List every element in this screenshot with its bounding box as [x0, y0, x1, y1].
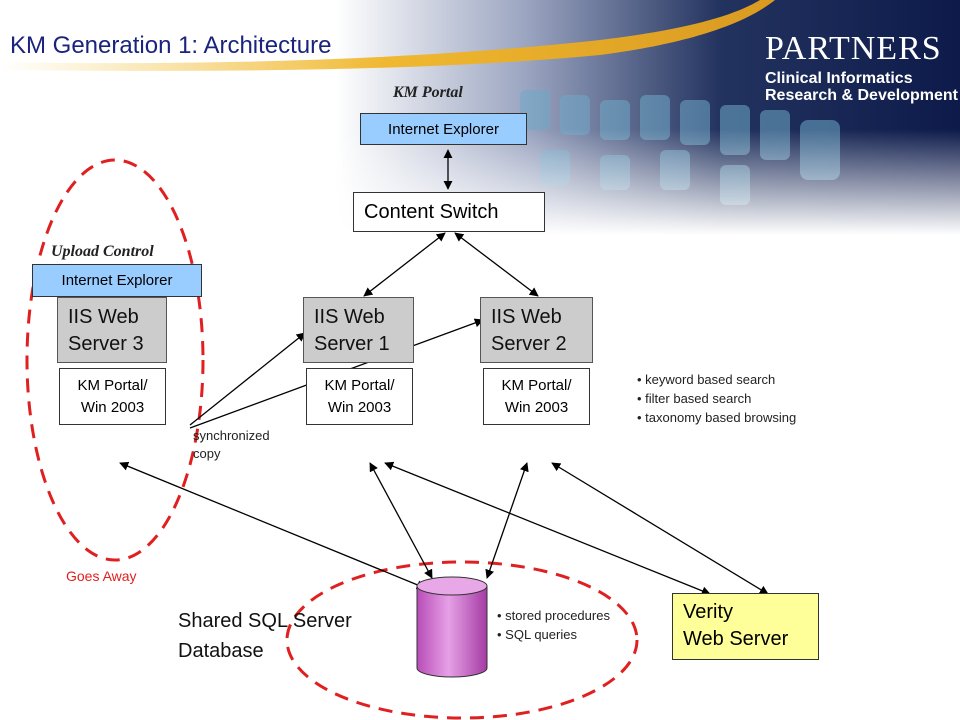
portal-1-line2: Win 2003 [327, 399, 392, 416]
iis-web-server-3: IIS Web Server 3 [57, 297, 167, 363]
synchronized-copy-label: synchronized copy [193, 427, 270, 463]
server-1-line2: Server 1 [314, 333, 390, 355]
verity-web-server: Verity Web Server [672, 593, 819, 660]
page-title: KM Generation 1: Architecture [10, 32, 332, 59]
search-feature-item: taxonomy based browsing [637, 408, 796, 427]
server-1-line1: IIS Web [314, 306, 385, 328]
goes-away-ellipse [25, 158, 205, 562]
shared-sql-database-label: Shared SQL Server Database [178, 606, 352, 666]
content-switch: Content Switch [353, 192, 545, 232]
arrow-server2-verity [551, 462, 769, 595]
search-feature-item: filter based search [637, 389, 796, 408]
database-cylinder-icon [416, 576, 488, 678]
partners-logo: PARTNERS [765, 30, 942, 67]
portal-1-line1: KM Portal/ [324, 377, 395, 394]
db-feature-item: SQL queries [497, 625, 610, 644]
db-label-line2: Database [178, 640, 264, 662]
db-label-line1: Shared SQL Server [178, 610, 352, 632]
km-portal-win2003-server-3: KM Portal/ Win 2003 [59, 368, 166, 425]
km-portal-win2003-server-1: KM Portal/ Win 2003 [306, 368, 413, 425]
sync-line1: synchronized [193, 428, 270, 443]
goes-away-label: Goes Away [66, 568, 137, 584]
server-3-line1: IIS Web [68, 306, 139, 328]
arrow-switch-server1 [363, 232, 446, 297]
search-features-list: keyword based search filter based search… [637, 370, 796, 427]
server-2-line2: Server 2 [491, 333, 567, 355]
db-features-list: stored procedures SQL queries [497, 606, 610, 644]
portal-2-line2: Win 2003 [504, 399, 569, 416]
iis-web-server-2: IIS Web Server 2 [480, 297, 593, 363]
logo-subtitle-1: Clinical Informatics [765, 70, 913, 87]
km-portal-win2003-server-2: KM Portal/ Win 2003 [483, 368, 590, 425]
portal-3-line1: KM Portal/ [77, 377, 148, 394]
internet-explorer-upload[interactable]: Internet Explorer [32, 264, 202, 297]
upload-control-caption: Upload Control [51, 243, 154, 260]
verity-line2: Web Server [683, 628, 789, 650]
verity-line1: Verity [683, 601, 734, 623]
sync-line2: copy [193, 446, 221, 461]
portal-2-line1: KM Portal/ [501, 377, 572, 394]
portal-3-line2: Win 2003 [80, 399, 145, 416]
km-portal-caption: KM Portal [393, 84, 463, 101]
arrow-server1-db [369, 462, 433, 579]
iis-web-server-1: IIS Web Server 1 [303, 297, 414, 363]
server-2-line1: IIS Web [491, 306, 562, 328]
arrow-server2-db [485, 462, 529, 579]
database-ellipse [285, 560, 639, 720]
internet-explorer-portal[interactable]: Internet Explorer [360, 113, 527, 145]
logo-subtitle-2: Research & Development [765, 87, 958, 104]
db-feature-item: stored procedures [497, 606, 610, 625]
server-3-line2: Server 3 [68, 333, 144, 355]
arrow-switch-server2 [454, 232, 539, 297]
arrow-sync-server1 [189, 332, 306, 426]
search-feature-item: keyword based search [637, 370, 796, 389]
